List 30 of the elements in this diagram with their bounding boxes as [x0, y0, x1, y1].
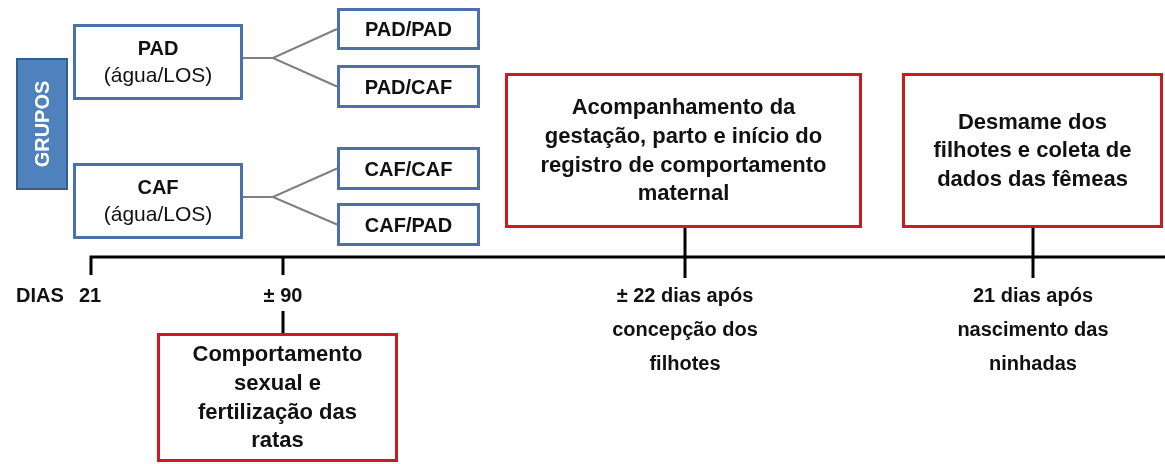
- connector-line: [242, 196, 338, 226]
- box-title: CAF/PAD: [364, 212, 453, 238]
- group-box: [73, 163, 243, 239]
- group-title: GRUPOS: [30, 80, 54, 168]
- event-box: [902, 73, 1163, 228]
- group-box: [337, 8, 480, 50]
- box-title: Desmame dos filhotes e coleta de dados das fêmeas: [932, 107, 1133, 193]
- box-title: Acompanhamento da gestação, parto e início do registro de comportamento maternal: [539, 93, 828, 208]
- group-box: [337, 65, 480, 108]
- day-marker: ± 90: [263, 283, 303, 308]
- box-title: CAF/CAF: [364, 156, 453, 182]
- connector-line: [242, 57, 338, 88]
- box-title: PAD/PAD: [364, 17, 452, 42]
- box-title: PAD/CAF: [364, 74, 453, 100]
- event-box: [505, 73, 862, 228]
- timeline-note: ± 22 dias após concepção dos filhotes: [611, 283, 759, 376]
- box-title: Comportamento sexual e fertilização das ratas: [191, 340, 364, 455]
- group-box: [73, 24, 243, 100]
- axis-label: DIAS: [15, 283, 65, 308]
- day-marker: 21: [77, 283, 103, 308]
- timeline-note: 21 dias após nascimento das ninhadas: [956, 283, 1110, 376]
- box-title: PAD: [137, 36, 179, 62]
- group-label-box: [16, 58, 68, 190]
- box-subtitle: (água/LOS): [103, 62, 213, 89]
- connector-line: [281, 311, 285, 333]
- event-box: [157, 333, 398, 462]
- box-title: CAF: [137, 175, 179, 201]
- group-box: [337, 203, 480, 246]
- box-subtitle: (água/LOS): [103, 201, 213, 228]
- group-box: [337, 147, 480, 190]
